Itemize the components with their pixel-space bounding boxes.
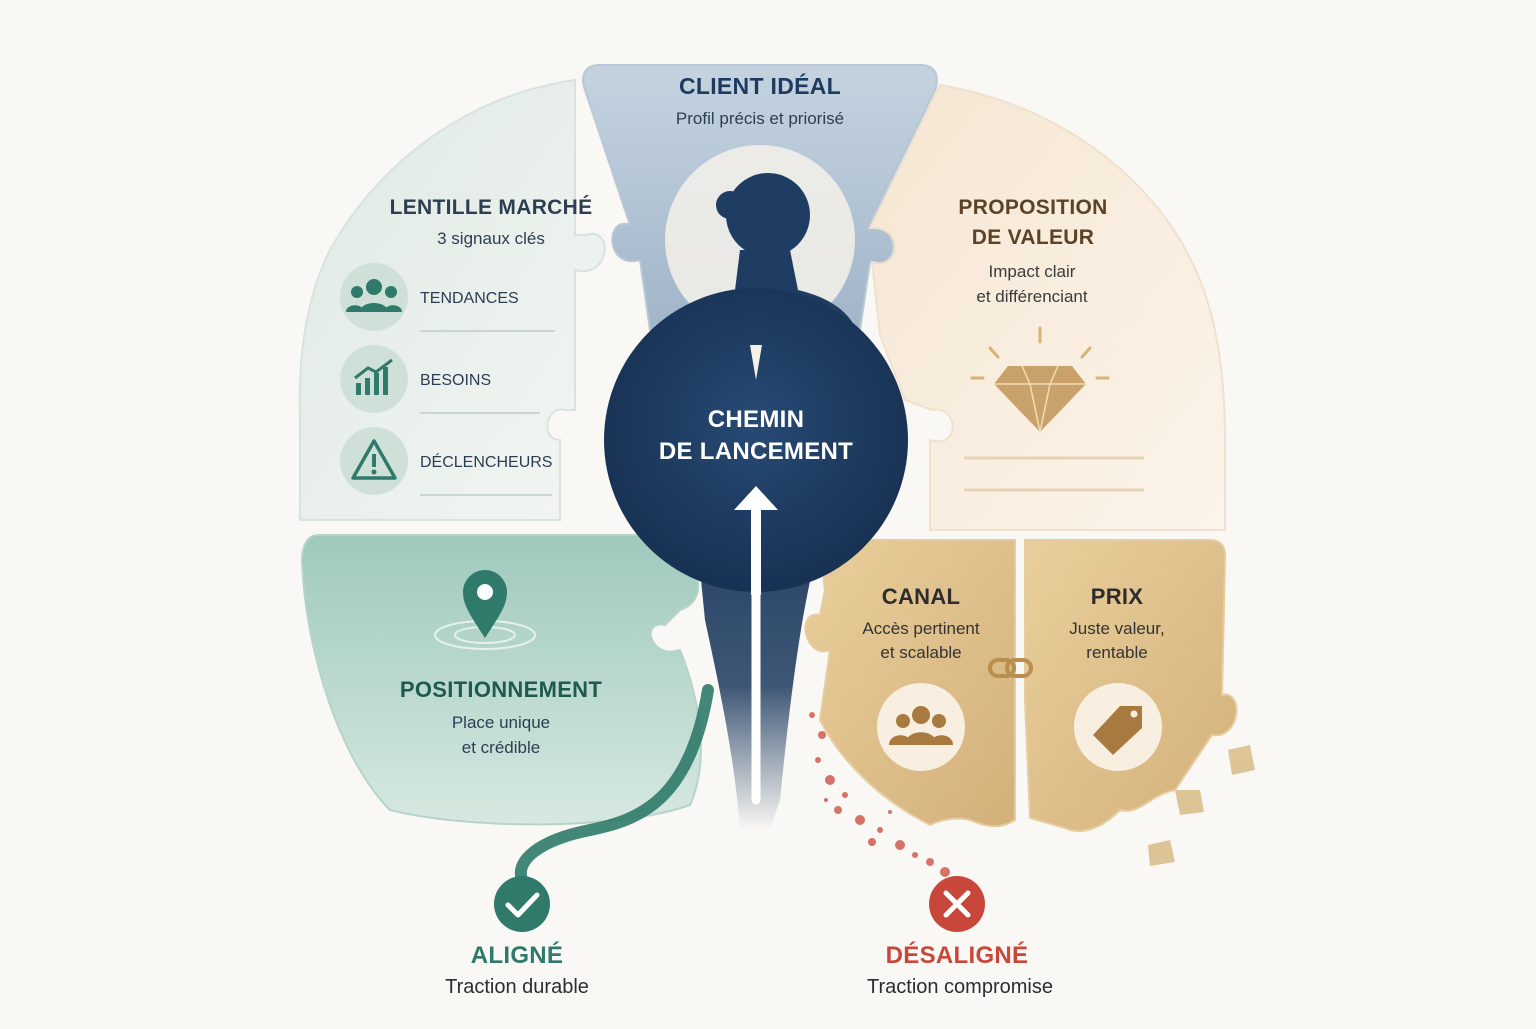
- chain-link-icon: [988, 658, 1033, 678]
- market-title: LENTILLE MARCHÉ: [390, 196, 593, 219]
- channel-subtitle-line-1: Accès pertinent: [862, 619, 979, 638]
- check-icon: [505, 892, 540, 918]
- aligned-subtitle: Traction durable: [445, 976, 589, 998]
- channel-segment: [804, 539, 1016, 828]
- channel-title: CANAL: [882, 584, 961, 609]
- aligned-badge: [494, 876, 550, 932]
- launch-path-center: [604, 288, 908, 592]
- price-tag-icon: [1093, 706, 1142, 755]
- market-subtitle: 3 signaux clés: [437, 229, 545, 248]
- channel-icon-bg: [877, 683, 965, 771]
- warning-icon: [351, 439, 397, 480]
- value-subtitle-line-1: Impact clair: [989, 262, 1076, 281]
- channel-subtitle-line-2: et scalable: [880, 643, 961, 662]
- client-title: CLIENT IDÉAL: [679, 72, 841, 99]
- center-arrow-shaft: [751, 505, 761, 595]
- growth-chart-icon: [354, 358, 393, 395]
- price-subtitle-line-1: Juste valeur,: [1069, 619, 1164, 638]
- trends-icon-bg: [340, 263, 408, 331]
- launch-path-notch: [750, 345, 762, 380]
- market-item-triggers: DÉCLENCHEURS: [420, 452, 552, 471]
- price-subtitle-line-2: rentable: [1086, 643, 1147, 662]
- misaligned-subtitle: Traction compromise: [867, 976, 1053, 998]
- misaligned-path: [809, 712, 950, 877]
- people-icon: [346, 279, 402, 312]
- price-title: PRIX: [1091, 584, 1144, 609]
- location-pin-icon: [434, 570, 536, 650]
- cross-icon: [943, 890, 971, 918]
- positioning-title: POSITIONNEMENT: [400, 677, 602, 702]
- value-proposition-segment: [868, 83, 1226, 531]
- diamond-icon: [970, 326, 1110, 433]
- value-title-line-2: DE VALEUR: [972, 226, 1095, 249]
- aligned-title: ALIGNÉ: [471, 941, 563, 969]
- positioning-subtitle-line-1: Place unique: [452, 713, 550, 732]
- value-subtitle-line-2: et différenciant: [976, 287, 1087, 306]
- center-title-line-2: DE LANCEMENT: [659, 438, 853, 465]
- value-title-line-1: PROPOSITION: [958, 196, 1107, 219]
- market-item-needs: BESOINS: [420, 372, 491, 389]
- center-title-line-1: CHEMIN: [708, 406, 804, 433]
- market-item-trends: TENDANCES: [420, 290, 519, 307]
- client-subtitle: Profil précis et priorisé: [676, 109, 844, 128]
- positioning-subtitle-line-2: et crédible: [462, 738, 540, 757]
- aligned-path: [514, 684, 714, 886]
- group-icon: [889, 706, 953, 745]
- loose-puzzle-pieces: [1148, 745, 1255, 866]
- center-arrow-head: [734, 486, 778, 510]
- misaligned-title: DÉSALIGNÉ: [886, 941, 1029, 969]
